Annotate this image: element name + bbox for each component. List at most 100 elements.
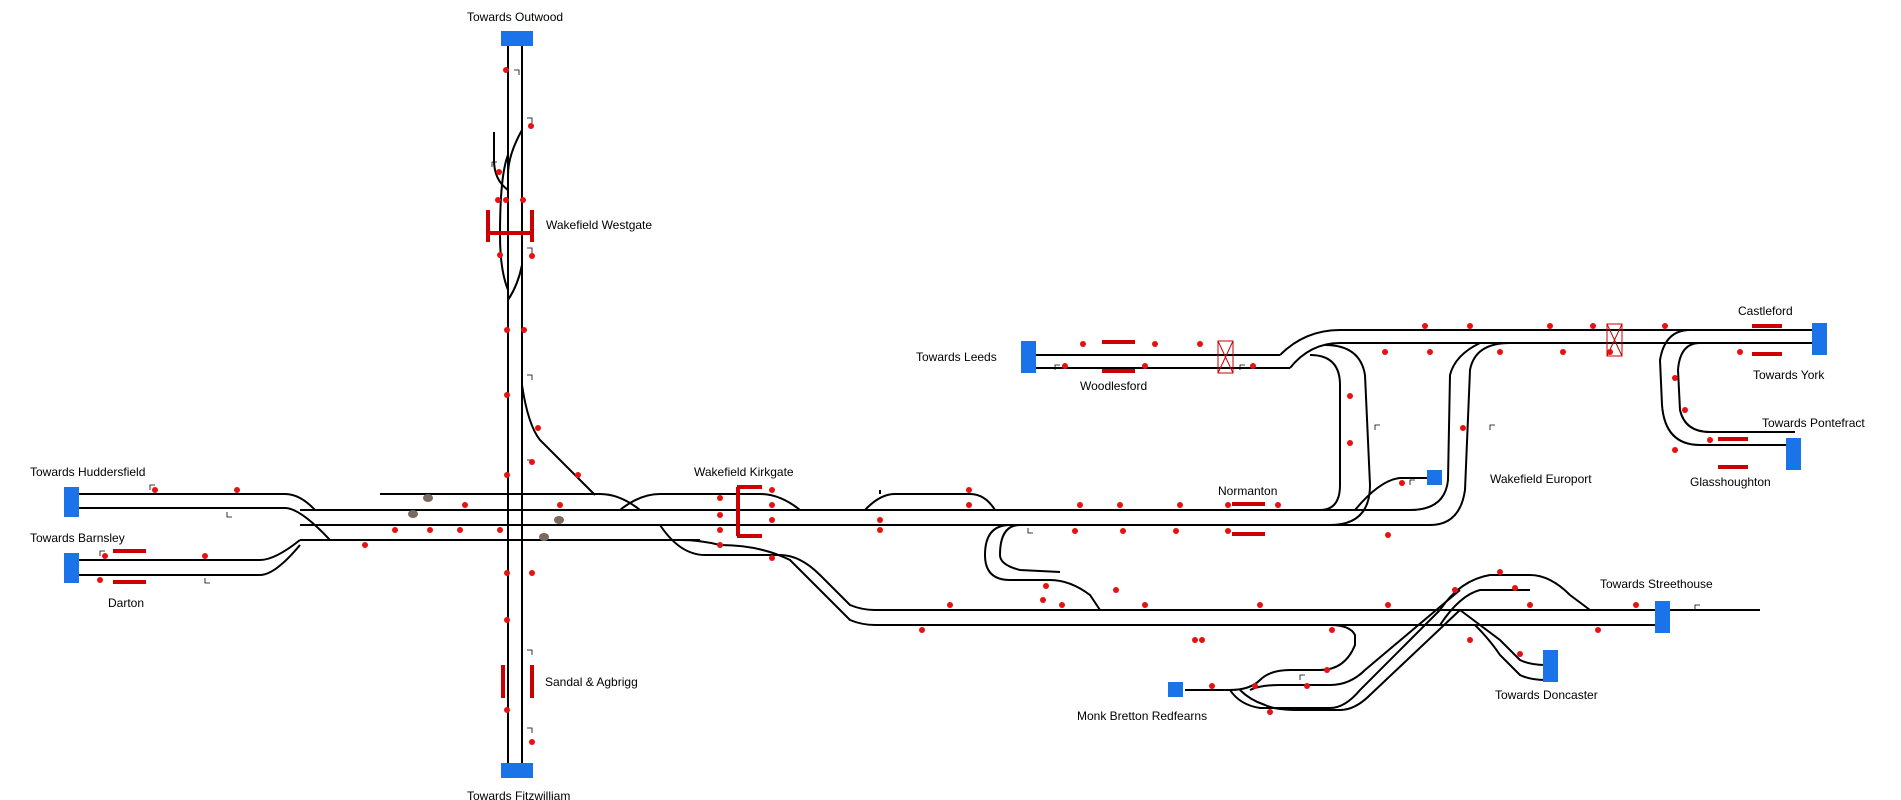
- signal-icon: [1117, 502, 1123, 508]
- signal-post-icon: [1489, 424, 1495, 430]
- label-wakefield-europort: Wakefield Europort: [1490, 472, 1592, 486]
- signal-post-icon: [149, 484, 155, 490]
- signal-icon: [457, 527, 463, 533]
- signal-post-icon: [1374, 424, 1380, 430]
- signal-icon: [234, 487, 240, 493]
- signal-icon: [1267, 709, 1273, 715]
- track-westgate-loop-west: [498, 154, 509, 291]
- signal-post-icon: [1239, 364, 1245, 370]
- signal-icon: [1399, 480, 1405, 486]
- boundary-doncaster: [1543, 650, 1558, 682]
- track-monk-bretton-3: [1239, 609, 1461, 711]
- track-monk-bretton-1: [1185, 624, 1356, 691]
- signal-icon: [1059, 602, 1065, 608]
- signal-icon: [504, 472, 510, 478]
- signal-icon: [1427, 349, 1433, 355]
- signal-icon: [877, 517, 883, 523]
- boundary-europort: [1427, 470, 1442, 485]
- signal-icon: [1173, 528, 1179, 534]
- label-barnsley: Towards Barnsley: [30, 531, 125, 545]
- signal-icon: [575, 472, 581, 478]
- signal-icon: [1347, 393, 1353, 399]
- track-huddersfield-junction-b: [284, 507, 331, 541]
- track-westgate-kirkgate-link: [521, 384, 596, 496]
- boundary-monk-bretton: [1168, 682, 1183, 697]
- label-outwood: Towards Outwood: [467, 10, 563, 24]
- signal-icon: [1225, 528, 1231, 534]
- label-normanton: Normanton: [1218, 484, 1277, 498]
- signal-layer: [97, 67, 1743, 745]
- signal-icon: [152, 487, 158, 493]
- signal-icon: [1607, 349, 1613, 355]
- signal-icon: [769, 555, 775, 561]
- signal-icon: [1209, 683, 1215, 689]
- track-westgate-siding: [493, 132, 509, 191]
- buffer-layer: [408, 494, 564, 541]
- signal-icon: [529, 739, 535, 745]
- label-york: Towards York: [1753, 368, 1825, 382]
- signal-icon: [1467, 637, 1473, 643]
- signal-icon: [1113, 587, 1119, 593]
- signal-icon: [557, 502, 563, 508]
- signal-icon: [504, 707, 510, 713]
- track-leeds-normanton-2: [1324, 344, 1372, 526]
- track-pontefract-down: [1676, 342, 1795, 433]
- boundary-streethouse: [1655, 601, 1670, 633]
- signal-icon: [497, 527, 503, 533]
- signal-icon: [504, 570, 510, 576]
- signal-icon: [102, 553, 108, 559]
- signal-icon: [462, 502, 468, 508]
- track-normanton-york-2: [1330, 342, 1481, 511]
- signal-post-icon: [527, 247, 533, 253]
- track-europort-branch: [1354, 477, 1432, 511]
- signal-icon: [495, 197, 501, 203]
- label-glasshoughton: Glasshoughton: [1690, 475, 1771, 489]
- signal-icon: [1199, 637, 1205, 643]
- buffer-stop-icon: [408, 510, 418, 518]
- signal-icon: [1072, 528, 1078, 534]
- signal-icon: [1197, 341, 1203, 347]
- signal-icon: [1040, 597, 1046, 603]
- track-castleford-down: [1289, 342, 1780, 369]
- signal-icon: [877, 527, 883, 533]
- signal-post-icon: [204, 578, 210, 584]
- signal-icon: [520, 197, 526, 203]
- track-doncaster-down: [1474, 624, 1550, 681]
- signal-post-icon: [527, 727, 533, 733]
- boundary-layer: [64, 31, 1827, 778]
- signal-icon: [717, 495, 723, 501]
- label-castleford: Castleford: [1738, 304, 1793, 318]
- signal-post-icon: [1299, 674, 1305, 680]
- signal-icon: [769, 517, 775, 523]
- track-kirkgate-east-siding: [864, 493, 996, 511]
- signal-icon: [1707, 437, 1713, 443]
- platform-layer: [113, 210, 1782, 698]
- signal-icon: [362, 542, 368, 548]
- track-barnsley-junction-b: [259, 544, 301, 576]
- track-castleford-up: [1279, 329, 1812, 356]
- label-streethouse: Towards Streethouse: [1600, 577, 1713, 591]
- signal-icon: [966, 502, 972, 508]
- boundary-outwood: [501, 31, 533, 46]
- buffer-stop-icon: [539, 533, 549, 541]
- signal-icon: [1225, 502, 1231, 508]
- track-kirkgate-streethouse-down: [679, 539, 1660, 626]
- label-huddersfield: Towards Huddersfield: [30, 465, 145, 479]
- signal-icon: [1077, 502, 1083, 508]
- track-huddersfield-junction-a: [284, 493, 316, 511]
- boundary-huddersfield: [64, 487, 79, 517]
- label-monk-bretton-redfearns: Monk Bretton Redfearns: [1077, 709, 1207, 723]
- label-sandal-agbrigg: Sandal & Agbrigg: [545, 675, 638, 689]
- signal-icon: [769, 502, 775, 508]
- track-kirkgate-platform-north: [619, 493, 801, 511]
- signal-post-icon: [99, 550, 105, 556]
- track-monk-bretton-4: [1249, 589, 1461, 691]
- label-darton: Darton: [108, 596, 144, 610]
- signal-icon: [1252, 683, 1258, 689]
- signal-post-icon: [1409, 479, 1415, 485]
- track-normanton-loop-inner: [998, 524, 1061, 573]
- signal-icon: [1120, 528, 1126, 534]
- track-kirkgate-north-loop: [380, 493, 641, 511]
- level-crossing-icon: [1217, 340, 1234, 374]
